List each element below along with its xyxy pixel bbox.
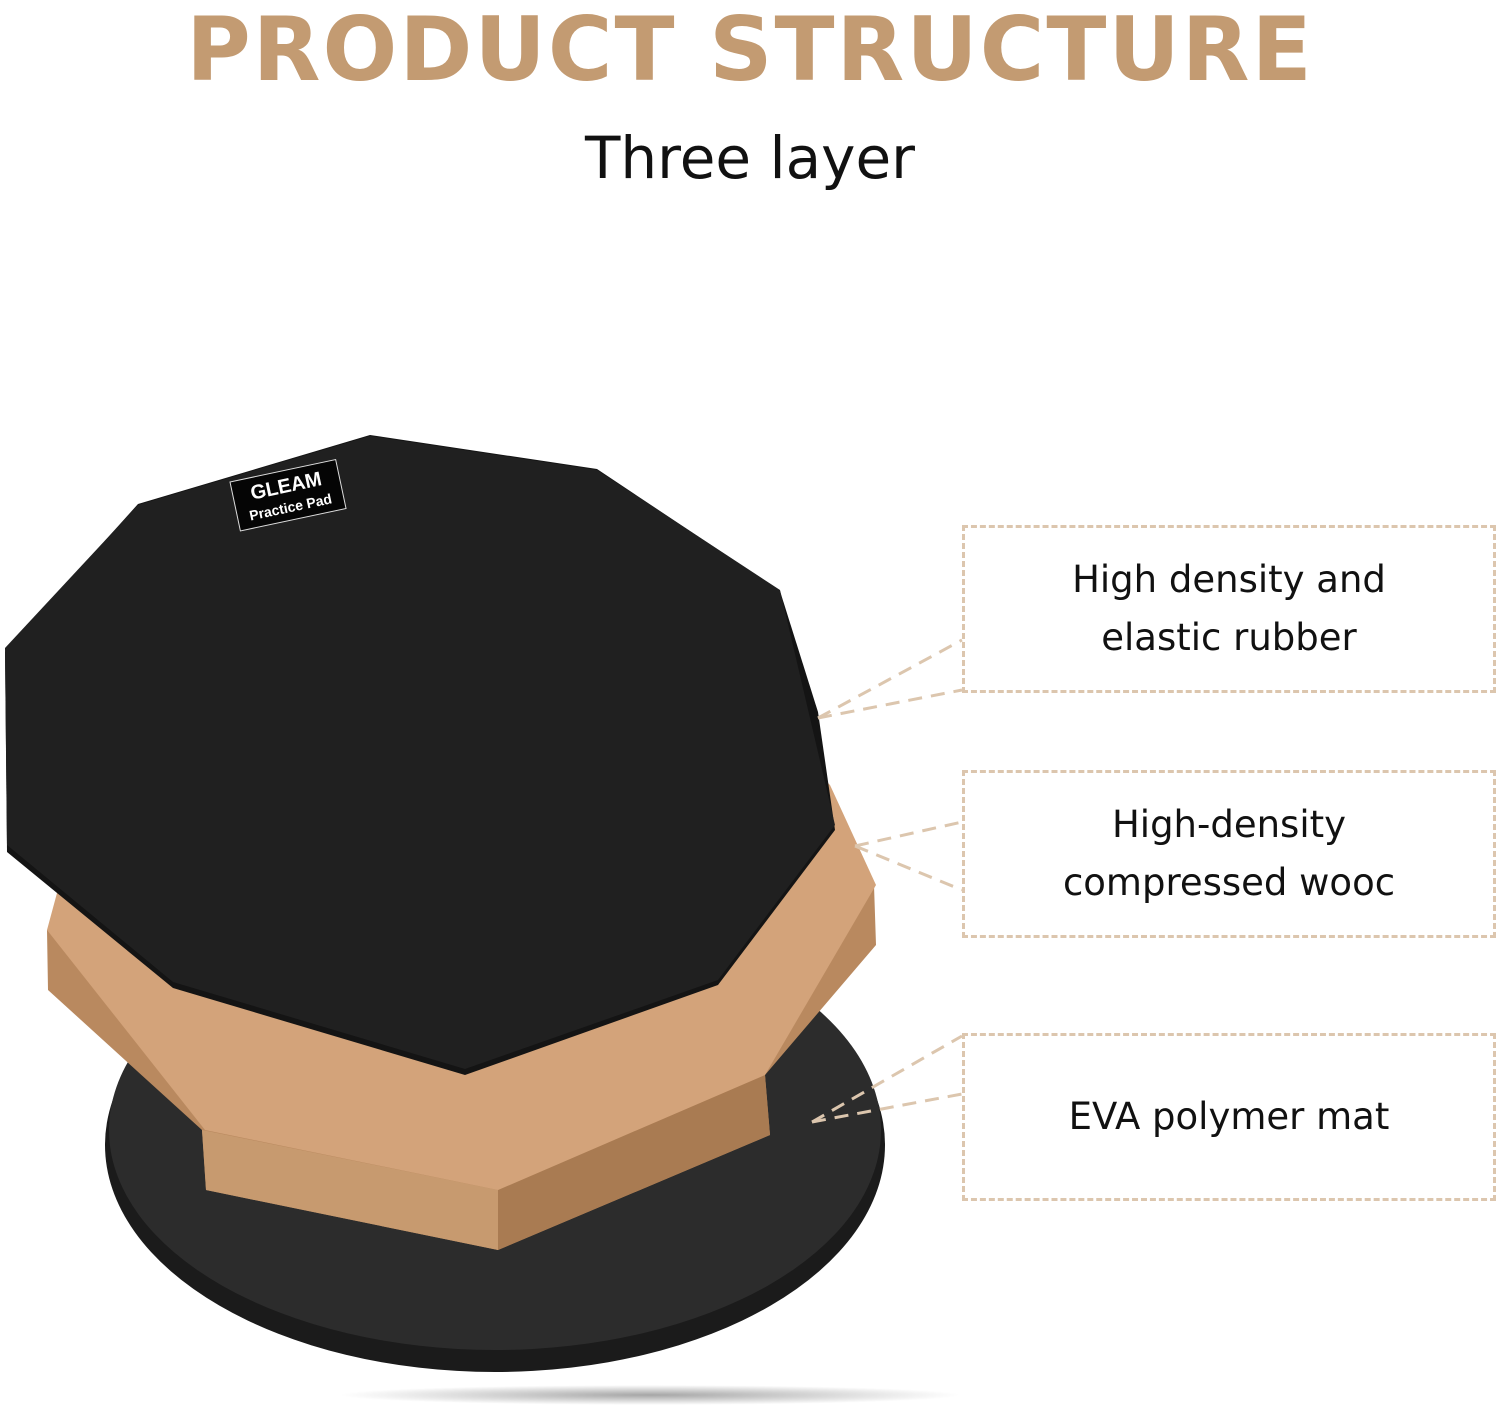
rubber-layer xyxy=(5,435,835,1075)
page-subtitle: Three layer xyxy=(584,124,916,192)
eva-mat-layer-label: EVA polymer mat xyxy=(962,1033,1496,1201)
wood-layer-label: High-density compressed wooc xyxy=(962,770,1496,938)
page-title: PRODUCT STRUCTURE xyxy=(186,0,1314,101)
floor-shadow xyxy=(340,1385,960,1405)
eva-mat-layer-label-text: EVA polymer mat xyxy=(1068,1095,1390,1138)
rubber-layer-label: High density and elastic rubber xyxy=(962,525,1496,693)
wood-layer-label-text: High-density compressed wooc xyxy=(1062,803,1396,904)
leader-lines xyxy=(811,638,963,1124)
rubber-layer-label-text: High density and elastic rubber xyxy=(1072,558,1386,659)
